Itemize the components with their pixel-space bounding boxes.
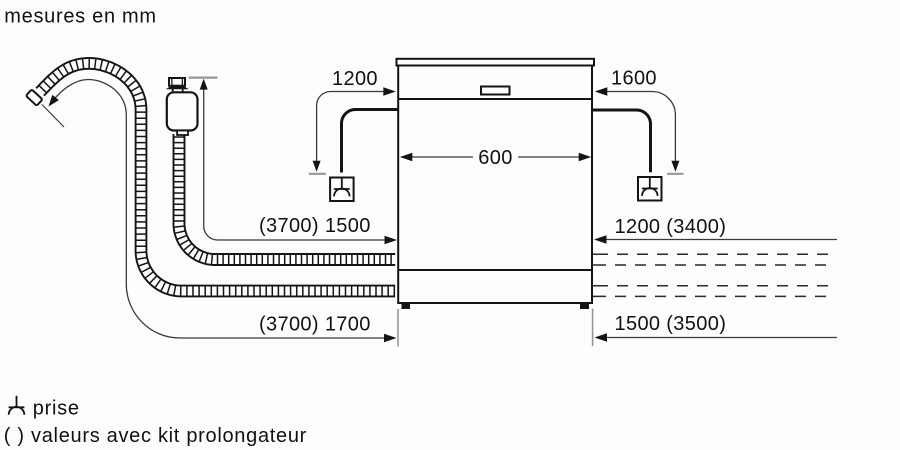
- svg-text:1200 (3400): 1200 (3400): [615, 216, 727, 238]
- svg-text:1200: 1200: [332, 68, 378, 90]
- svg-text:( ) valeurs avec kit prolongat: ( ) valeurs avec kit prolongateur: [4, 425, 307, 447]
- svg-text:600: 600: [478, 147, 512, 169]
- svg-text:(3700) 1700: (3700) 1700: [259, 314, 371, 336]
- svg-text:1500 (3500): 1500 (3500): [615, 313, 727, 335]
- svg-text:prise: prise: [33, 398, 80, 420]
- svg-text:mesures en mm: mesures en mm: [4, 6, 156, 28]
- svg-text:1600: 1600: [611, 68, 657, 90]
- svg-text:(3700) 1500: (3700) 1500: [259, 215, 371, 237]
